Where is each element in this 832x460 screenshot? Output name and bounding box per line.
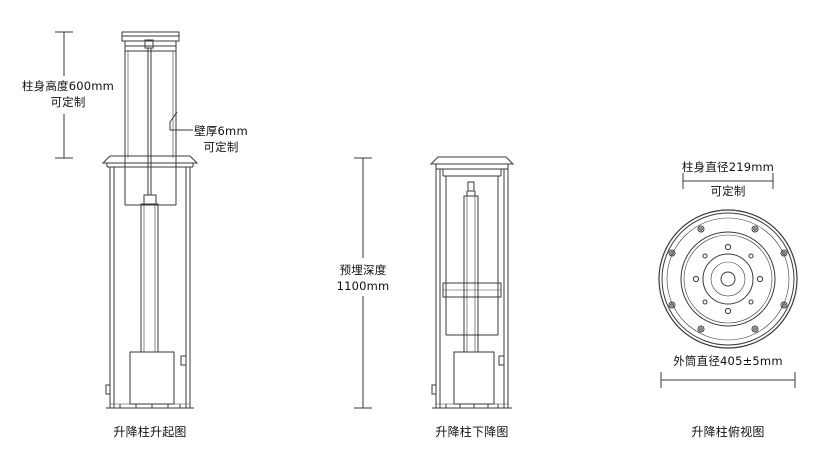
cap-bolts — [692, 243, 764, 315]
top-view-caption: 升降柱俯视图 — [691, 425, 765, 439]
post-diameter-note: 可定制 — [710, 184, 746, 198]
outer-diameter-label: 外筒直径405±5mm — [673, 354, 783, 368]
lowered-bollard-view — [354, 156, 515, 409]
depth-value: 1100mm — [336, 279, 390, 293]
wall-thickness-leader — [169, 111, 193, 131]
lowered-view-caption: 升降柱下降图 — [435, 425, 509, 439]
height-dimension-line — [55, 31, 73, 159]
outer-cylinder — [105, 167, 194, 409]
lowered-flange — [429, 156, 515, 177]
retracted-post — [442, 176, 502, 336]
ground-flange — [101, 155, 199, 168]
depth-label: 预埋深度 — [339, 263, 387, 277]
flange-bolts — [668, 225, 788, 333]
height-customizable-note: 可定制 — [50, 95, 86, 109]
raised-view-caption: 升降柱升起图 — [113, 425, 187, 439]
wall-thickness-note: 可定制 — [203, 140, 239, 154]
lowered-outer-cylinder — [431, 169, 512, 409]
depth-dimension-line — [354, 157, 372, 409]
post-diameter-label: 柱身直径219mm — [681, 160, 775, 174]
wall-thickness-label: 壁厚6mm — [194, 124, 248, 138]
raised-post — [121, 31, 180, 206]
lowered-hydraulic-unit — [453, 181, 495, 405]
hydraulic-unit — [129, 194, 175, 405]
height-label: 柱身高度600mm — [21, 79, 115, 93]
raised-bollard-view — [55, 31, 199, 409]
top-view — [658, 173, 798, 388]
outer-diameter-dimension — [660, 372, 796, 388]
post-diameter-dimension — [682, 173, 774, 189]
